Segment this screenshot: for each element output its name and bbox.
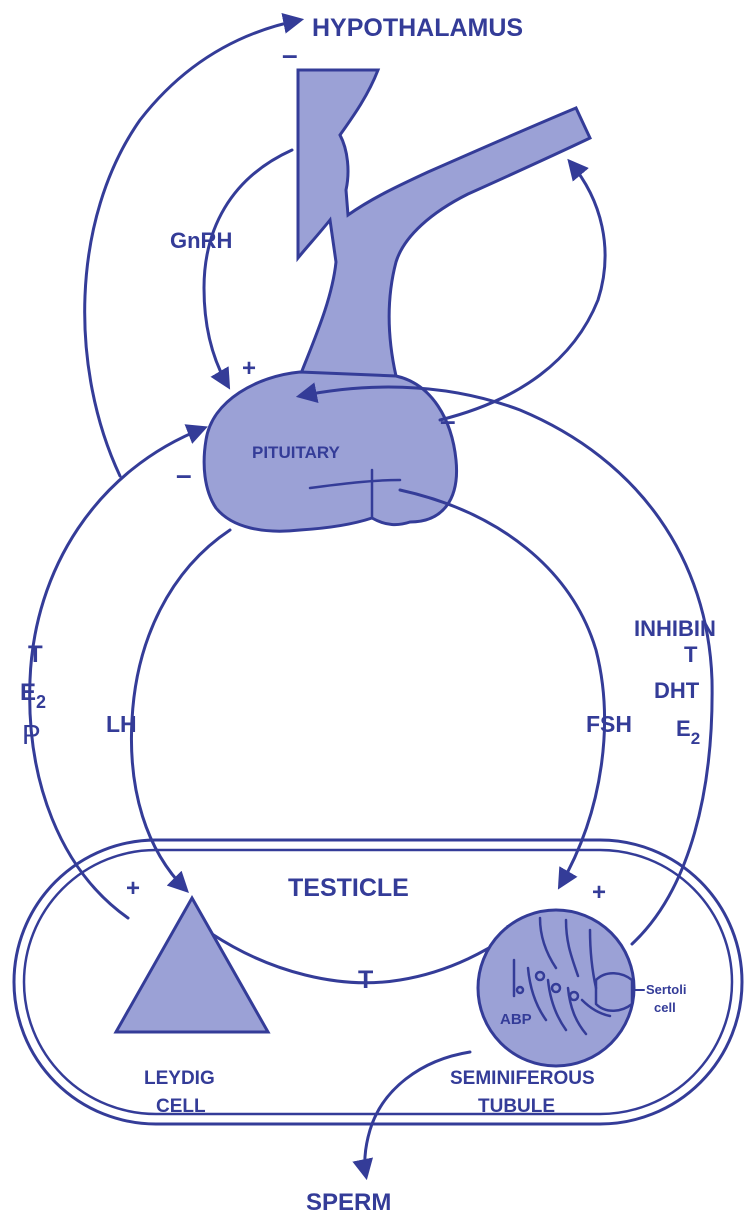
plus-sign-tubule: + <box>592 879 606 906</box>
testicle-label: TESTICLE <box>288 874 409 902</box>
leydig-label-line2: CELL <box>156 1096 206 1117</box>
left-feedback-p: P <box>22 719 41 750</box>
sertoli-label-line1: Sertoli <box>646 982 686 997</box>
right-feedback-t: T <box>684 642 698 667</box>
plus-sign-gnrh: + <box>242 355 256 382</box>
right-feedback-dht: DHT <box>654 678 700 703</box>
lh-label: LH <box>106 711 137 737</box>
hypothalamus-label: HYPOTHALAMUS <box>312 14 523 42</box>
plus-sign-leydig: + <box>126 875 140 902</box>
t-link-label: T <box>358 966 373 994</box>
right-feedback-e: E2 <box>676 716 700 748</box>
leydig-cell-triangle <box>116 898 268 1032</box>
right-feedback-inhibin: INHIBIN <box>634 616 716 641</box>
minus-sign-pituitary-left: – <box>176 459 192 490</box>
pituitary-label: PITUITARY <box>252 443 340 462</box>
hypothalamus-stalk-shape <box>298 70 590 376</box>
seminiferous-tubule <box>478 910 634 1066</box>
gnrh-label: GnRH <box>170 228 232 253</box>
fsh-label: FSH <box>586 711 632 737</box>
arrow-right-to-hypothalamus <box>440 162 605 420</box>
abp-label: ABP <box>500 1011 532 1028</box>
seminiferous-label-line1: SEMINIFEROUS <box>450 1068 595 1089</box>
seminiferous-label-line2: TUBULE <box>478 1096 555 1117</box>
arrow-gnrh <box>204 150 292 386</box>
arrow-lh <box>131 530 230 890</box>
sperm-label: SPERM <box>306 1189 391 1216</box>
left-feedback-t: T <box>28 641 43 668</box>
minus-sign-pituitary-right: – <box>440 405 456 436</box>
leydig-label-line1: LEYDIG <box>144 1068 215 1089</box>
sertoli-label-line2: cell <box>654 1000 676 1015</box>
left-feedback-e: E2 <box>20 679 46 712</box>
arrow-fsh <box>400 490 604 886</box>
minus-sign-hypothalamus: – <box>282 39 298 70</box>
